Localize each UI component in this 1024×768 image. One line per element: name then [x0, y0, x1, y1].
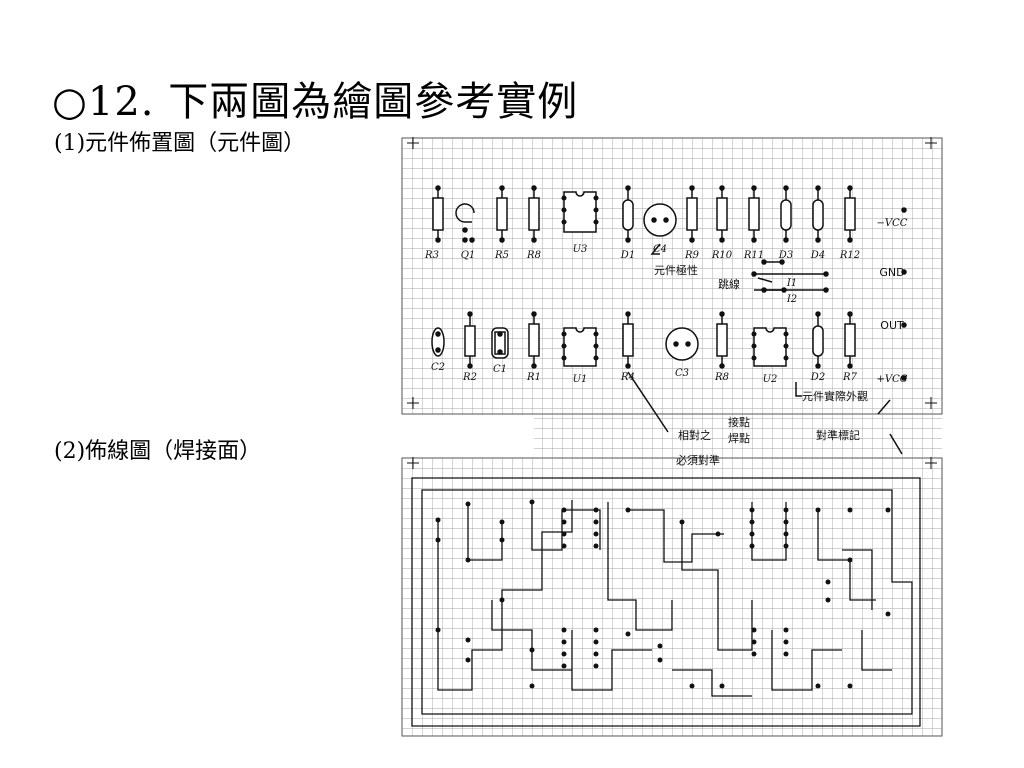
annotation-must-align: 必須對準: [676, 453, 720, 467]
subtitle-wiring-layout: (2)佈線圖（焊接面）: [54, 439, 262, 464]
label-d1: D1: [620, 250, 635, 261]
label-u3: U3: [573, 244, 588, 255]
label-r3: R3: [424, 250, 439, 261]
row1-components: [432, 185, 907, 381]
jumper-labels: I1 I2: [786, 278, 797, 305]
annotation-labels: 元件極性 跳線 元件實際外觀 相對之 接點 焊點 必須對準 對準標記: [654, 263, 868, 467]
label-r12: R12: [839, 250, 860, 261]
label-c2: C2: [431, 362, 445, 373]
annotation-alignment-mark: 對準標記: [816, 428, 860, 442]
annotation-polarity: 元件極性: [654, 263, 698, 277]
bottom-grid: [401, 457, 943, 737]
annotation-relative-1: 相對之: [678, 428, 711, 442]
row2-components: [431, 311, 903, 455]
label-r5: R5: [494, 250, 509, 261]
alignment-marks: [407, 137, 937, 469]
solder-pads: [435, 499, 891, 689]
wiring-traces: [411, 477, 921, 727]
label-r9: R9: [684, 250, 700, 261]
label-out: OUT: [880, 319, 904, 332]
label-u1: U1: [573, 374, 588, 385]
label-r8-top: R8: [526, 250, 541, 261]
label-r2: R2: [462, 372, 477, 383]
annotation-relative-3: 焊點: [728, 431, 750, 445]
label-c4: C4: [653, 244, 667, 255]
label-minus-vcc: −VCC: [877, 218, 908, 229]
annotation-actual-shape: 元件實際外觀: [802, 389, 868, 403]
slide-title: ○12. 下兩圖為繪圖參考實例: [52, 79, 579, 125]
label-c3: C3: [675, 368, 689, 379]
pcb-diagram-svg: R3 Q1 R5 R8 U3 D1 C4 R9 R10 R11 D3 D4 R1…: [401, 137, 943, 737]
label-r10: R10: [711, 250, 733, 261]
label-r1: R1: [526, 372, 541, 383]
label-r7: R7: [842, 372, 858, 383]
subtitle-component-layout: (1)元件佈置圖（元件圖）: [54, 131, 306, 156]
row1-labels: R3 Q1 R5 R8 U3 D1 C4 R9 R10 R11 D3 D4 R1…: [424, 244, 860, 261]
label-r4: R4: [620, 372, 635, 383]
label-i2: I2: [786, 294, 797, 305]
annotation-area: [534, 414, 942, 458]
label-d2: D2: [810, 372, 825, 383]
label-u2: U2: [763, 374, 778, 385]
terminal-labels: −VCC GND OUT +VCC: [877, 218, 908, 385]
label-r8-bottom: R8: [714, 372, 729, 383]
annotation-relative-2: 接點: [728, 416, 750, 429]
label-d4: D4: [810, 250, 825, 261]
label-c1: C1: [493, 364, 507, 375]
label-d3: D3: [778, 250, 793, 261]
row2-labels: C2 R2 C1 R1 U1 R4 C3 R8 U2 D2 R7: [431, 362, 858, 385]
label-gnd: GND: [879, 266, 904, 279]
top-grid: [401, 137, 943, 415]
pcb-reference-figure: R3 Q1 R5 R8 U3 D1 C4 R9 R10 R11 D3 D4 R1…: [372, 130, 962, 742]
annotation-jumper: 跳線: [718, 277, 740, 291]
label-plus-vcc: +VCC: [877, 374, 908, 385]
label-r11: R11: [743, 250, 764, 261]
label-q1: Q1: [461, 250, 476, 261]
label-i1: I1: [786, 278, 797, 289]
